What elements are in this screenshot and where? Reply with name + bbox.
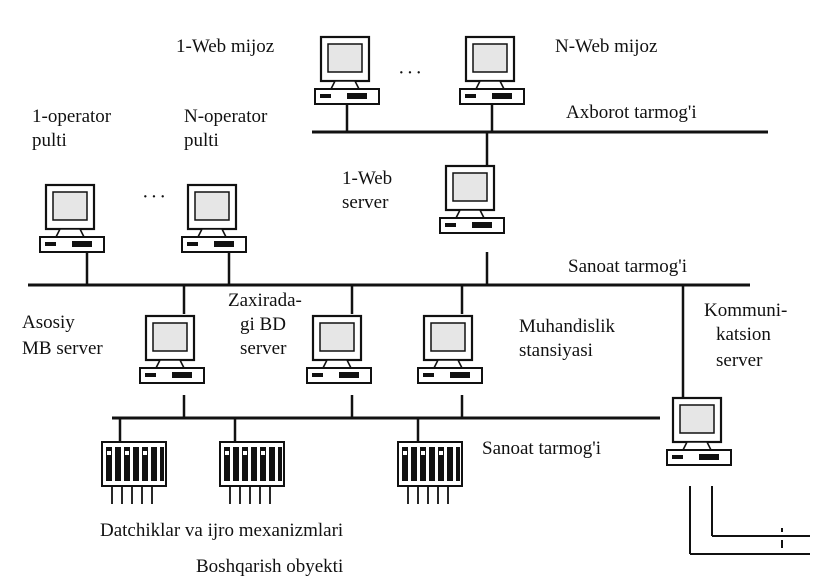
backup-db-server-computer: [305, 314, 373, 385]
web-client-n-computer: [458, 35, 526, 106]
web-client-1-computer: [313, 35, 381, 106]
comm-server-label-line1: Kommuni-: [704, 300, 788, 321]
controller-3: [397, 441, 463, 505]
operators-ellipsis: ···: [142, 186, 168, 208]
main-db-label-line2: MB server: [22, 338, 103, 359]
operator-1-label-line1: 1-operator: [32, 106, 112, 127]
operator-1-label-line2: pulti: [32, 130, 67, 151]
web-client-1-label: 1-Web mijoz: [176, 36, 275, 57]
web-server-label-line1: 1-Web: [342, 168, 393, 189]
web-server-computer: [438, 164, 506, 235]
controller-1: [101, 441, 167, 505]
sensors-actuators-label: Datchiklar va ijro mexanizmlari: [100, 520, 344, 541]
backup-db-label-line2: gi BD: [240, 314, 286, 335]
communication-server-computer: [665, 396, 733, 467]
backup-db-label-line1: Zaxirada-: [228, 290, 302, 311]
operator-1-computer: [38, 183, 106, 254]
controller-2: [219, 441, 285, 505]
operator-n-label-line1: N-operator: [184, 106, 268, 127]
info-network-label: Axborot tarmog'i: [566, 102, 697, 123]
operator-n-computer: [180, 183, 248, 254]
control-object-label: Boshqarish obyekti: [196, 556, 344, 577]
industrial-network-top-label: Sanoat tarmog'i: [568, 256, 687, 277]
engineering-station-computer: [416, 314, 484, 385]
operator-n-label-line2: pulti: [184, 130, 219, 151]
engineering-station-label-line2: stansiyasi: [519, 340, 593, 361]
backup-db-label-line3: server: [240, 338, 287, 359]
comm-server-label-line3: server: [716, 350, 763, 371]
main-db-server-computer: [138, 314, 206, 385]
engineering-station-label-line1: Muhandislik: [519, 316, 616, 337]
comm-server-label-line2: katsion: [716, 324, 771, 345]
main-db-label-line1: Asosiy: [22, 312, 75, 333]
industrial-network-bottom-label: Sanoat tarmog'i: [482, 438, 601, 459]
web-clients-ellipsis: ···: [398, 62, 424, 84]
web-client-n-label: N-Web mijoz: [555, 36, 658, 57]
web-server-label-line2: server: [342, 192, 389, 213]
